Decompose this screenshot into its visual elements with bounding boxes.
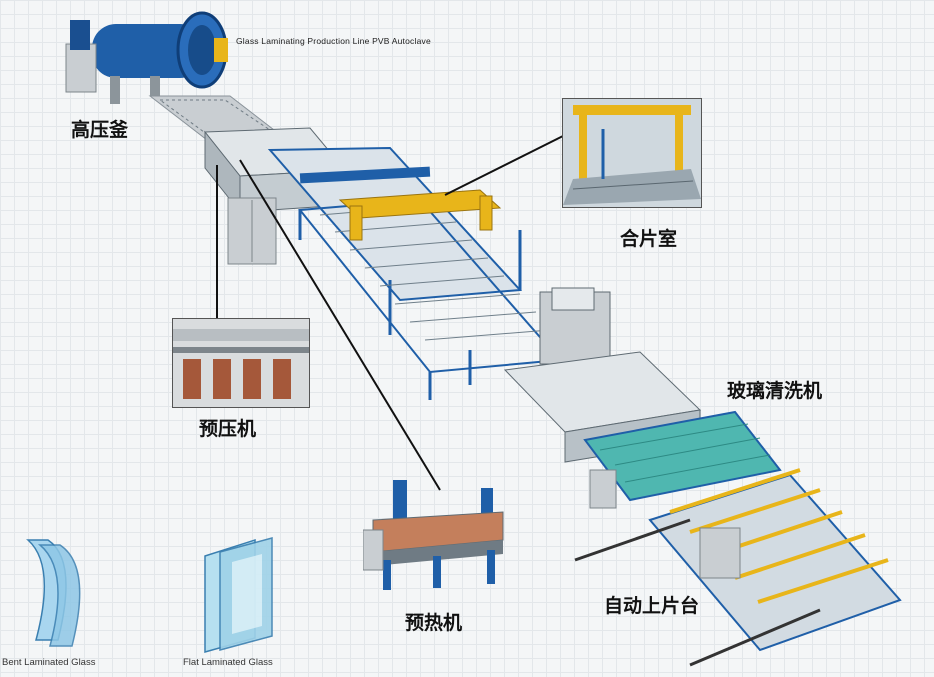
flat-laminated-glass-sample (204, 537, 273, 653)
autoclave-vessel (65, 11, 228, 104)
bent-glass-caption: Bent Laminated Glass (2, 657, 96, 668)
pre-heater-label: 预热机 (405, 612, 463, 634)
main-conveyor-frame (267, 146, 563, 400)
pre-press-label: 预压机 (199, 418, 257, 440)
pre-press-photo (173, 319, 309, 407)
production-line-title: Glass Laminating Production Line PVB Aut… (236, 36, 431, 46)
pre-press-inset (172, 318, 310, 408)
pre-heater-photo (363, 480, 504, 590)
assembly-room-inset (562, 98, 702, 208)
assembly-room-label: 合片室 (620, 228, 678, 250)
glass-washer-label: 玻璃清洗机 (727, 380, 823, 402)
pre-heater-inset (363, 470, 511, 592)
autoclave-label: 高压釜 (71, 119, 129, 141)
assembly-room-photo (563, 99, 701, 207)
auto-loader-label: 自动上片台 (604, 595, 700, 617)
leader-lines (216, 134, 566, 491)
bent-laminated-glass-sample (26, 539, 81, 647)
auto-loading-table (574, 468, 902, 667)
assembly-gantry (299, 166, 502, 241)
glass-washer-machine (503, 287, 782, 509)
flat-glass-caption: Flat Laminated Glass (183, 657, 273, 668)
